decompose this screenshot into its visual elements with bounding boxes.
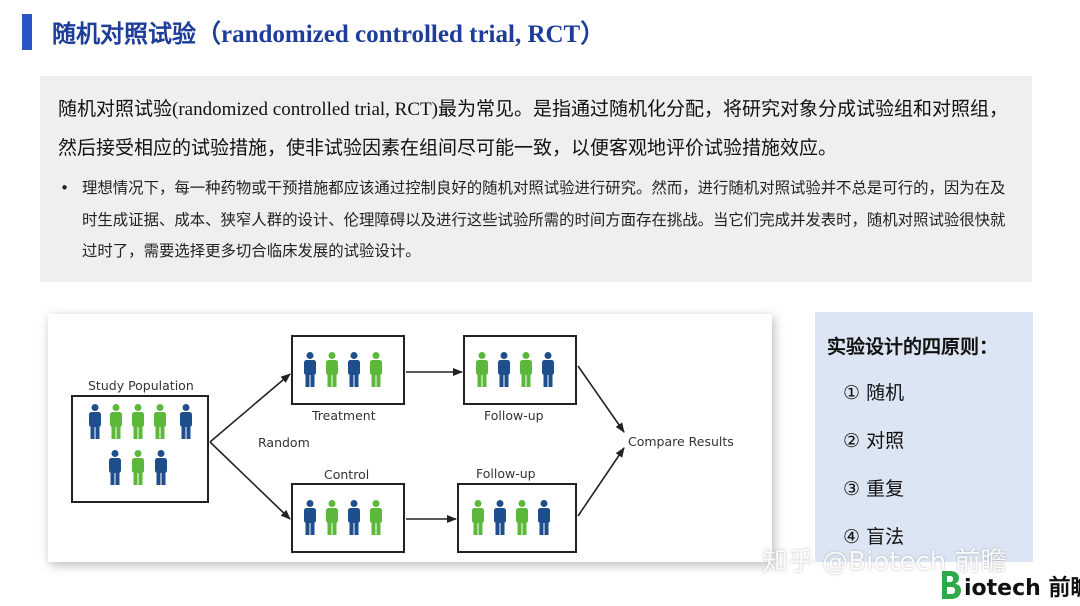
population-row1-person-3 [132, 404, 144, 439]
followup-bottom-person-4 [538, 500, 550, 535]
arrow-followup-bottom-to-compare [577, 447, 625, 517]
followup-top-person-1 [476, 352, 488, 387]
label-treatment: Treatment [312, 408, 376, 423]
population-row2-person-1 [109, 450, 121, 485]
control-person-3 [348, 500, 360, 535]
treatment-person-2 [326, 352, 338, 387]
intro-box: 随机对照试验(randomized controlled trial, RCT)… [40, 76, 1032, 282]
arrow-followup-top-to-compare [577, 365, 625, 433]
title-accent-bar [22, 14, 32, 50]
principle-replication: ③ 重复 [843, 478, 905, 500]
arrow-to-treatment [209, 373, 291, 443]
page-title-cn: 随机对照试验 [52, 20, 196, 48]
population-row2-person-3 [155, 450, 167, 485]
principle-blinding: ④ 盲法 [843, 526, 905, 548]
zhihu-watermark: 知乎 @Biotech 前瞻 [762, 547, 1007, 577]
principle-control: ② 对照 [843, 430, 905, 452]
intro-rest: 最为常见。是指通过随机化分配，将研究对象分成试验组和对照组，然后接受相应的试验措… [58, 98, 1008, 159]
population-row1-person-2 [110, 404, 122, 439]
label-random: Random [258, 435, 310, 450]
followup-bottom-person-1 [472, 500, 484, 535]
principle-random: ① 随机 [843, 382, 905, 404]
label-followup-top: Follow-up [484, 408, 544, 423]
control-person-2 [326, 500, 338, 535]
population-row1-person-5 [180, 404, 192, 439]
biotech-logo-text: iotech 前瞻 [964, 576, 1080, 601]
rct-diagram: Study Population Random Treatment Contro… [48, 314, 772, 562]
study-population-box [71, 395, 209, 503]
population-row1-person-1 [89, 404, 101, 439]
intro-paragraph: 随机对照试验(randomized controlled trial, RCT)… [58, 90, 1016, 167]
arrow-to-control [209, 441, 291, 520]
label-study-population: Study Population [88, 378, 194, 393]
principles-title: 实验设计的四原则： [827, 336, 999, 358]
label-compare-results: Compare Results [628, 434, 734, 449]
followup-top-person-3 [520, 352, 532, 387]
followup-top-person-2 [498, 352, 510, 387]
intro-term-en: (randomized controlled trial, RCT) [172, 99, 438, 120]
followup-bottom-person-2 [494, 500, 506, 535]
intro-bullet-text: 理想情况下，每一种药物或干预措施都应该通过控制良好的随机对照试验进行研究。然而，… [82, 179, 1006, 260]
label-followup-bottom: Follow-up [476, 466, 536, 481]
page-title-en: （randomized controlled trial, RCT） [196, 21, 606, 48]
rct-diagram-svg [71, 335, 625, 553]
treatment-person-1 [304, 352, 316, 387]
principles-panel: 实验设计的四原则： ① 随机 ② 对照 ③ 重复 ④ 盲法 [815, 312, 1033, 562]
intro-bullet: • 理想情况下，每一种药物或干预措施都应该通过控制良好的随机对照试验进行研究。然… [58, 173, 1016, 268]
biotech-logo: iotech 前瞻 [936, 568, 1080, 604]
page-title: 随机对照试验（randomized controlled trial, RCT） [52, 14, 605, 54]
bullet-dot-icon: • [60, 179, 70, 197]
treatment-person-3 [348, 352, 360, 387]
followup-bottom-person-3 [516, 500, 528, 535]
label-control: Control [324, 467, 370, 482]
biotech-logo-icon [942, 571, 961, 599]
control-person-1 [304, 500, 316, 535]
population-row1-person-4 [154, 404, 166, 439]
population-row2-person-2 [132, 450, 144, 485]
control-person-4 [370, 500, 382, 535]
followup-top-person-4 [542, 352, 554, 387]
treatment-person-4 [370, 352, 382, 387]
intro-term: 随机对照试验 [58, 98, 173, 120]
